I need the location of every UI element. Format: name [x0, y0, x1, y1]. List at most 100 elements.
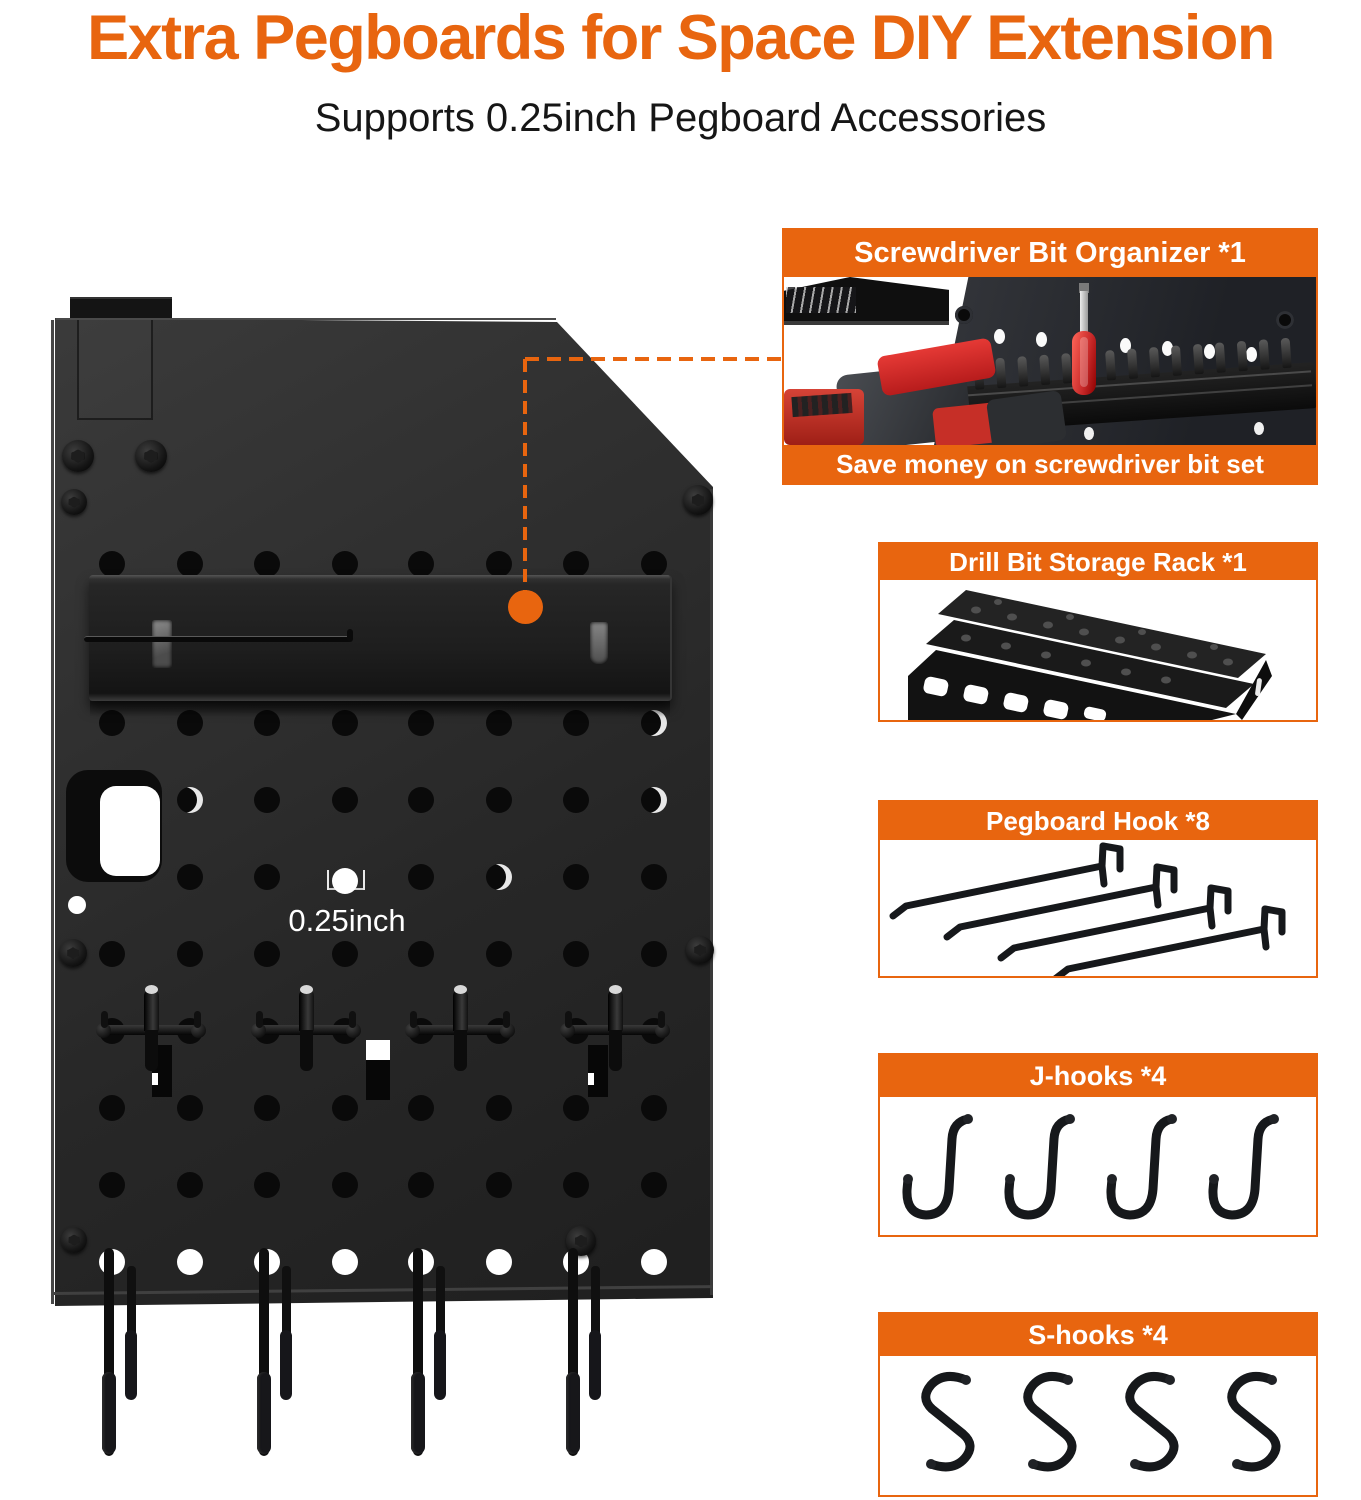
dimension-label: 0.25inch: [288, 903, 406, 938]
pegboard-hook-graphic: [880, 840, 1316, 976]
slot-opening: [152, 1073, 158, 1085]
callout-title: Screwdriver Bit Organizer *1: [784, 230, 1316, 277]
callout-caption: Save money on screwdriver bit set: [784, 445, 1316, 483]
hook-part: [257, 1372, 271, 1454]
hook-part: [413, 1248, 423, 1456]
peg-hole: [177, 551, 203, 577]
hook-part: [280, 1330, 292, 1400]
peg-hole: [408, 864, 434, 890]
peg-hole: [177, 941, 203, 967]
hex-screw: [683, 485, 713, 515]
hook-part: [565, 1011, 572, 1028]
callout-connector-horizontal: [525, 357, 783, 361]
peg-hole: [99, 1172, 125, 1198]
callout-title: S-hooks *4: [880, 1314, 1316, 1356]
peg-hole: [254, 1172, 280, 1198]
peg-hole: [408, 941, 434, 967]
callout-title: J-hooks *4: [880, 1055, 1316, 1097]
pegboard-cross-hook: [96, 976, 206, 1086]
photo-hole: [1120, 338, 1131, 353]
s-hooks-graphic: [880, 1356, 1316, 1495]
peg-hole: [486, 1095, 512, 1121]
callout-j-hooks: J-hooks *4: [878, 1053, 1318, 1237]
hook-part: [454, 985, 467, 994]
peg-hole: [99, 551, 125, 577]
screwdriver-bit: [1258, 339, 1270, 370]
photo-screw: [955, 306, 973, 324]
peg-hole: [177, 1172, 203, 1198]
peg-hole: [563, 864, 589, 890]
hook-part: [405, 1023, 420, 1038]
screwdriver-bit: [1127, 348, 1139, 380]
hook-part: [300, 1030, 313, 1071]
peg-hole: [486, 1249, 512, 1275]
hook-part: [658, 1011, 665, 1028]
peg-hole: [408, 1172, 434, 1198]
callout-pegboard-hook: Pegboard Hook *8: [878, 800, 1318, 978]
dimension-tick: [327, 870, 329, 890]
peg-hole: [641, 1095, 667, 1121]
rail-rod-end: [347, 629, 353, 642]
hex-socket: [71, 449, 85, 463]
peg-hole: [486, 941, 512, 967]
hook-part: [454, 1030, 467, 1071]
peg-hole: [332, 787, 358, 813]
screwdriver-bit: [1017, 356, 1029, 387]
peg-hole: [332, 1249, 358, 1275]
hook-part: [259, 1248, 269, 1456]
slot-opening: [588, 1073, 594, 1085]
board-slot: [588, 1045, 608, 1097]
hook-part: [102, 1372, 116, 1454]
hex-socket: [692, 494, 704, 506]
drill-grill: [791, 392, 853, 418]
peg-hole: [641, 941, 667, 967]
board-slot: [366, 1040, 390, 1100]
peg-hole: [486, 1172, 512, 1198]
hex-screw: [62, 440, 94, 472]
screwdriver-handle: [1072, 331, 1096, 395]
screwdriver-bit: [1236, 340, 1248, 372]
hook-part: [566, 1372, 580, 1454]
screwdriver-bit: [1214, 342, 1226, 373]
pegboard-panel: [55, 318, 713, 1306]
hex-socket: [144, 449, 158, 463]
peg-hole: [254, 941, 280, 967]
hanging-j-hook-pair: [566, 1240, 608, 1460]
hook-part: [251, 1023, 266, 1038]
callout-s-hooks: S-hooks *4: [878, 1312, 1318, 1497]
photo-hole: [1036, 332, 1047, 347]
hook-part: [410, 1011, 417, 1028]
hex-screw: [61, 489, 87, 515]
screwdriver-highlight: [1080, 337, 1088, 387]
callout-connector-vertical: [523, 359, 527, 592]
peg-hole: [177, 787, 203, 813]
peg-hole: [486, 551, 512, 577]
hook-part: [560, 1023, 575, 1038]
drill-dark-body: [985, 390, 1068, 445]
peg-hole: [177, 1249, 203, 1275]
photo-hole: [1162, 341, 1173, 356]
organizer-photo: [784, 277, 1316, 445]
peg-hole: [641, 787, 667, 813]
hook-part: [145, 1030, 158, 1071]
hook-part: [104, 1248, 114, 1456]
pegboard-edge: [710, 489, 713, 1295]
rack-icon: [908, 590, 1272, 720]
peg-hole: [641, 551, 667, 577]
peg-hole: [177, 1095, 203, 1121]
pegboard-edge: [51, 320, 54, 1304]
peg-hole: [254, 787, 280, 813]
slot-opening: [366, 1040, 390, 1060]
page-subtitle: Supports 0.25inch Pegboard Accessories: [314, 96, 1047, 140]
hook-part: [453, 989, 468, 1031]
peg-hole: [254, 551, 280, 577]
screwdriver-bit: [1170, 345, 1182, 376]
hook-part: [609, 985, 622, 994]
hex-screw: [61, 1227, 87, 1253]
peg-hole: [408, 787, 434, 813]
hex-screw: [686, 936, 714, 964]
callout-title: Pegboard Hook *8: [880, 802, 1316, 840]
screwdriver-bit: [1148, 346, 1161, 378]
peg-hole: [408, 551, 434, 577]
photo-hole: [994, 329, 1005, 344]
